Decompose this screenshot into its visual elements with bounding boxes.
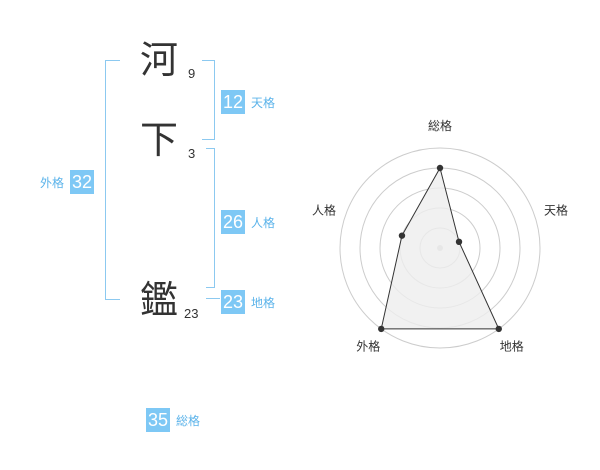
stroke-count-2: 3 bbox=[188, 146, 196, 161]
radar-point-jinkaku bbox=[398, 232, 406, 239]
tenkaku-bracket bbox=[202, 60, 215, 140]
jinkaku-value: 26 bbox=[221, 210, 246, 234]
radar-label-jinkaku: 人格 bbox=[312, 202, 336, 217]
chikaku-badge: 23 地格 bbox=[221, 290, 275, 314]
radar-ring bbox=[339, 147, 541, 349]
stroke-count-3: 23 bbox=[184, 306, 199, 321]
chikaku-value: 23 bbox=[221, 290, 246, 314]
radar-point-gaikaku bbox=[378, 325, 385, 333]
gaikaku-label: 外格 bbox=[40, 175, 65, 190]
gaikaku-badge: 外格 32 bbox=[40, 170, 95, 194]
jinkaku-label: 人格 bbox=[251, 215, 276, 230]
radar-point-tenkaku bbox=[455, 238, 463, 246]
name-character-1: 河 bbox=[140, 38, 179, 82]
soukaku-value: 35 bbox=[146, 408, 171, 432]
radar-label-soukaku: 総格 bbox=[428, 118, 452, 133]
outer-bracket bbox=[105, 60, 120, 300]
radar-label-chikaku: 地格 bbox=[500, 339, 524, 354]
chikaku-label: 地格 bbox=[251, 295, 276, 310]
soukaku-label: 総格 bbox=[176, 413, 201, 428]
soukaku-badge: 35 総格 bbox=[146, 408, 200, 432]
radar-point-chikaku bbox=[495, 325, 502, 333]
name-character-2: 下 bbox=[140, 118, 179, 162]
radar-point-soukaku bbox=[436, 164, 444, 172]
stroke-count-1: 9 bbox=[188, 66, 196, 81]
chikaku-connector bbox=[206, 298, 220, 299]
radar-label-tenkaku: 天格 bbox=[544, 202, 568, 217]
jinkaku-bracket bbox=[206, 148, 215, 288]
name-character-3: 鑑 bbox=[140, 278, 179, 322]
radar-label-gaikaku: 外格 bbox=[356, 339, 380, 354]
tenkaku-label: 天格 bbox=[251, 95, 276, 110]
gaikaku-value: 32 bbox=[70, 170, 95, 194]
radar-points bbox=[378, 164, 502, 333]
radar-polygon bbox=[380, 166, 500, 330]
jinkaku-badge: 26 人格 bbox=[221, 210, 275, 234]
tenkaku-badge: 12 天格 bbox=[221, 90, 275, 114]
tenkaku-value: 12 bbox=[221, 90, 246, 114]
